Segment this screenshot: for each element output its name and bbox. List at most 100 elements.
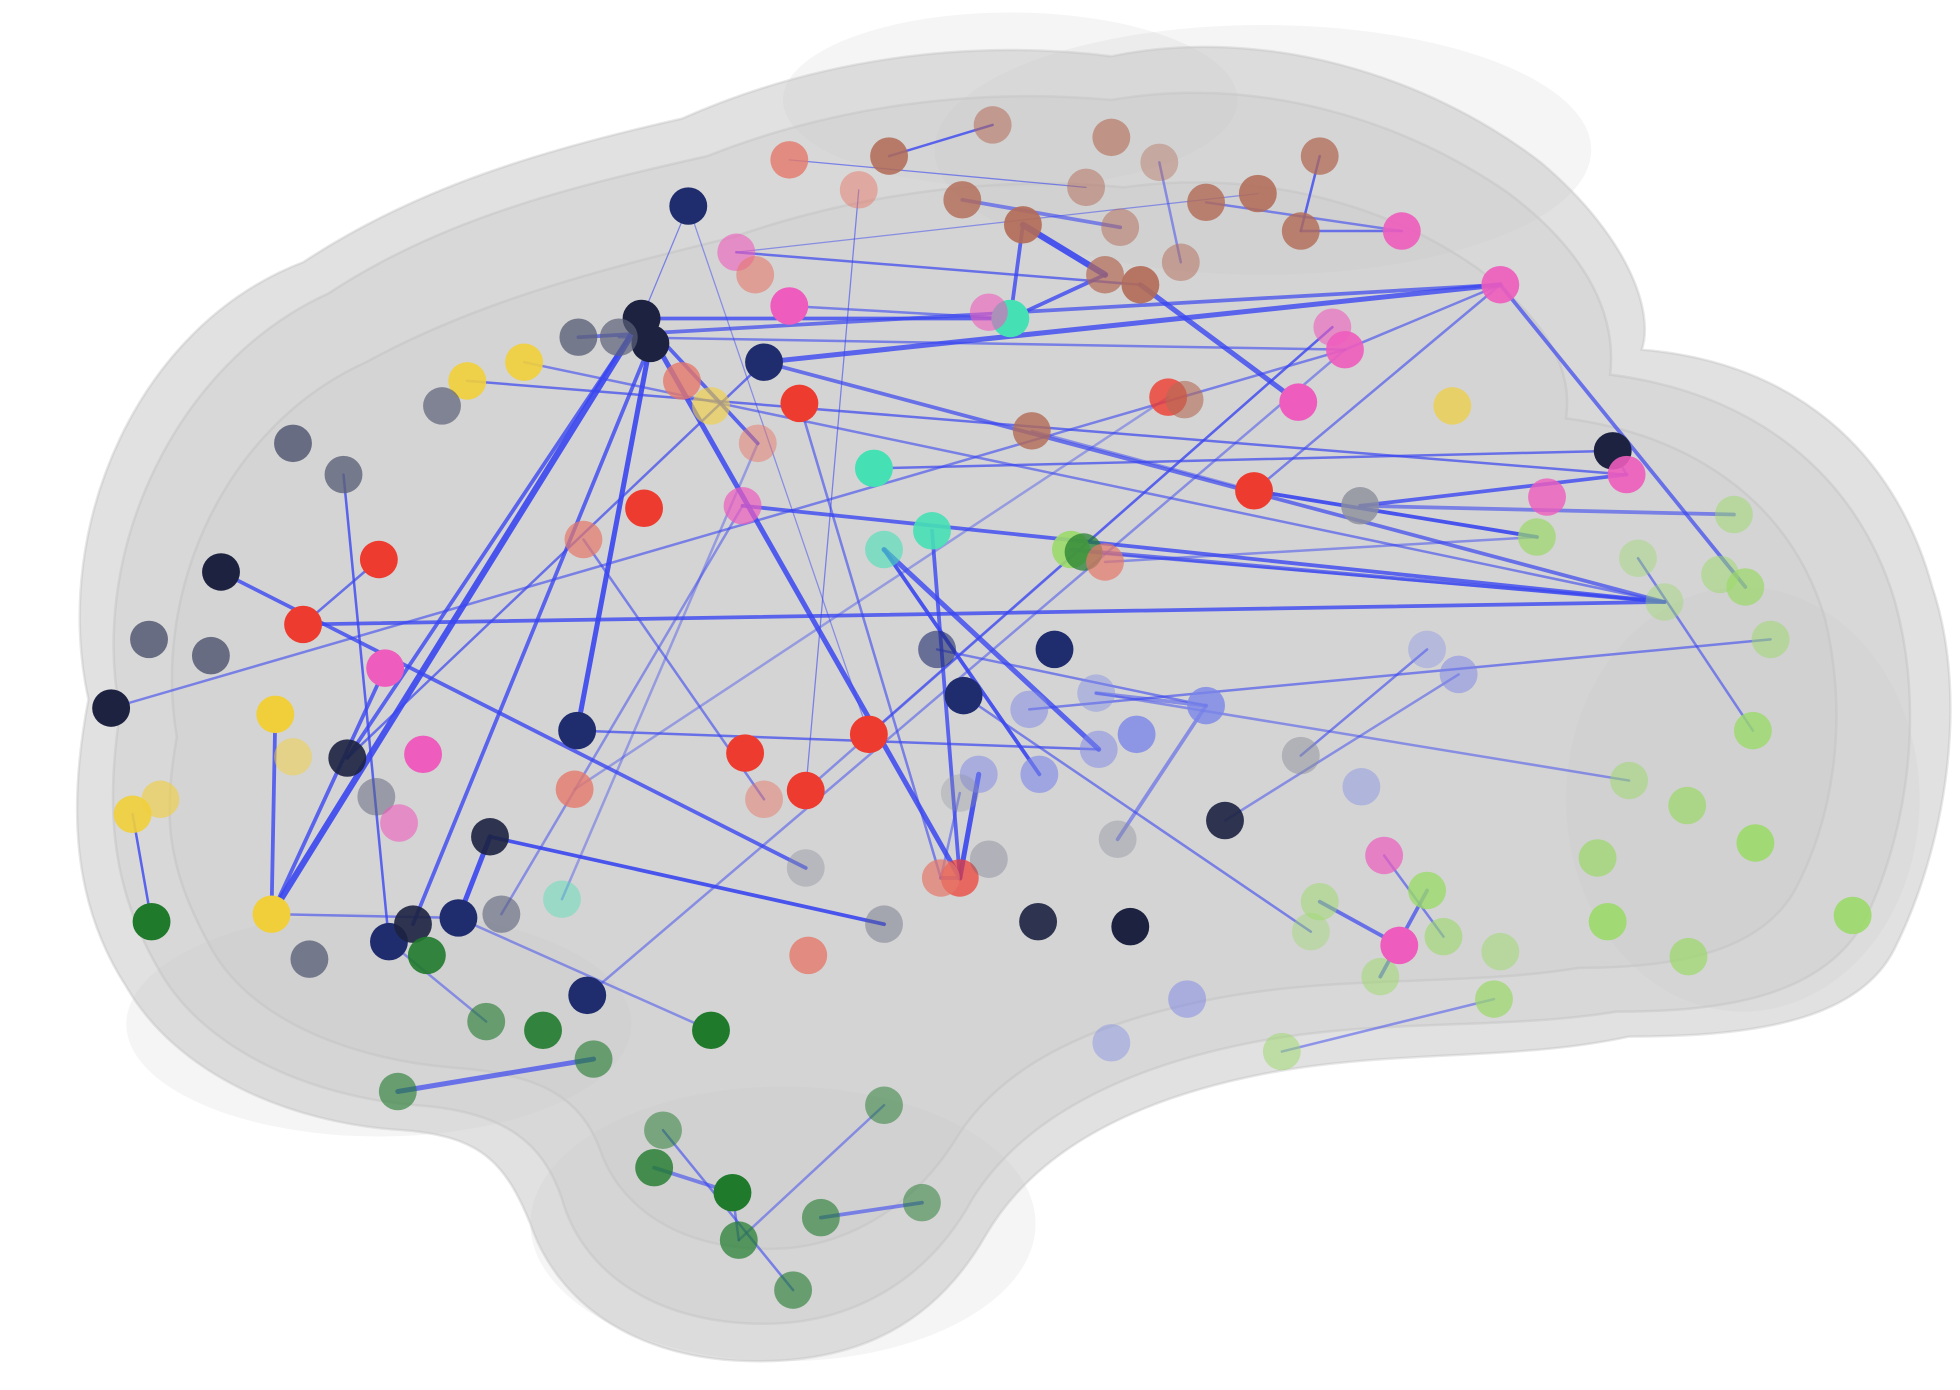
connection-edge <box>962 694 1313 933</box>
region-node-slate <box>865 905 903 943</box>
region-node-red <box>625 489 664 528</box>
region-node-salmon <box>745 780 783 819</box>
region-node-green <box>865 1086 903 1124</box>
region-node-lime <box>1578 839 1617 877</box>
brain-gyrus <box>530 1086 1036 1362</box>
region-node-yellow <box>274 738 312 776</box>
region-node-yellow <box>448 362 487 400</box>
region-node-red <box>780 384 819 423</box>
region-node-navy <box>558 711 597 750</box>
region-node-lime <box>1610 761 1649 800</box>
region-node-navy <box>745 343 783 381</box>
region-node-red <box>359 540 398 579</box>
region-node-lime <box>1262 1032 1301 1071</box>
connection-edge <box>687 205 870 735</box>
region-node-slate <box>290 940 329 978</box>
region-node-slate <box>191 636 230 675</box>
connection-edge <box>345 316 644 760</box>
connection-edge <box>1030 429 1256 493</box>
region-node-red <box>284 605 323 644</box>
region-node-lime <box>1726 568 1765 606</box>
region-node-pink <box>770 287 809 325</box>
region-node-pink <box>380 804 419 842</box>
region-node-salmon <box>564 520 603 559</box>
region-node-green <box>467 1002 506 1041</box>
connection-edge <box>1027 638 1772 711</box>
connection-edge <box>1299 648 1429 757</box>
region-node-red <box>849 715 888 754</box>
region-node-periwinkle <box>959 755 998 794</box>
region-node-lime <box>1669 937 1708 976</box>
region-node-periwinkle <box>1079 730 1118 769</box>
region-node-brown <box>870 137 909 175</box>
connection-edge <box>1094 691 1631 782</box>
region-node-red <box>1235 472 1273 510</box>
region-node-brown <box>1187 183 1225 222</box>
region-node-pink <box>404 735 443 774</box>
region-node-periwinkle <box>1168 980 1207 1018</box>
connection-edge <box>735 192 1259 253</box>
region-nodes <box>92 106 1872 1309</box>
region-node-slate <box>969 840 1008 878</box>
connection-edge <box>960 197 1123 230</box>
connection-edge <box>387 940 488 1023</box>
connection-edge <box>346 360 766 760</box>
connection-edge <box>1280 997 1496 1053</box>
region-node-lime <box>1645 583 1684 621</box>
brain-gyrus <box>1565 586 1920 1012</box>
region-node-dark <box>471 818 509 856</box>
region-node-green <box>644 1111 682 1149</box>
region-node-lime <box>1619 539 1657 577</box>
connection-edge <box>585 348 1347 997</box>
region-node-slate <box>559 318 598 356</box>
connection-edge <box>1358 472 1629 508</box>
region-node-pink <box>1382 212 1421 250</box>
region-node-brown <box>973 106 1012 144</box>
connection-edge <box>761 282 1503 365</box>
region-node-slate <box>274 424 312 463</box>
region-node-pink <box>1528 478 1566 516</box>
connection-edge <box>574 340 653 734</box>
region-node-slate <box>357 778 396 816</box>
connection-edge <box>560 442 759 901</box>
connection-edge <box>488 834 886 927</box>
region-node-teal <box>913 512 951 550</box>
connection-edge <box>1252 488 1539 539</box>
region-node-periwinkle <box>1020 755 1059 794</box>
region-node-periwinkle <box>1408 630 1447 669</box>
region-node-green <box>407 936 446 975</box>
connection-edge <box>762 360 1667 604</box>
region-node-yellow <box>141 780 180 819</box>
region-node-gray <box>940 774 979 812</box>
region-node-brown <box>1003 206 1042 244</box>
region-node-dark <box>1111 907 1150 946</box>
region-node-periwinkle <box>1439 655 1478 694</box>
region-node-yellow <box>252 895 291 933</box>
region-node-periwinkle <box>1077 674 1116 712</box>
connection-edge <box>1082 550 1666 604</box>
region-node-slate <box>324 455 363 494</box>
region-node-dark <box>92 689 131 727</box>
region-node-dark <box>394 905 432 943</box>
region-node-brown <box>1012 412 1051 450</box>
region-node-brown <box>1161 243 1200 281</box>
region-node-lime <box>1588 902 1627 941</box>
connection-edge <box>798 402 943 880</box>
region-node-green <box>635 1148 674 1187</box>
connection-edge <box>930 528 962 880</box>
region-node-lime <box>1733 711 1772 750</box>
connection-edge <box>1343 283 1502 351</box>
connection-edge <box>575 729 1100 751</box>
region-node-green <box>719 1221 758 1259</box>
region-node-navy <box>568 976 607 1015</box>
region-node-gray <box>1341 487 1380 525</box>
region-node-lime <box>1668 786 1707 825</box>
region-node-navy <box>669 187 708 225</box>
region-node-brown <box>1238 174 1277 213</box>
region-node-dark <box>328 739 367 777</box>
region-node-salmon <box>839 171 878 209</box>
region-node-pink <box>1365 836 1404 875</box>
region-node-gray <box>1281 736 1320 775</box>
region-node-salmon <box>789 936 828 975</box>
region-node-periwinkle <box>1092 1024 1131 1062</box>
